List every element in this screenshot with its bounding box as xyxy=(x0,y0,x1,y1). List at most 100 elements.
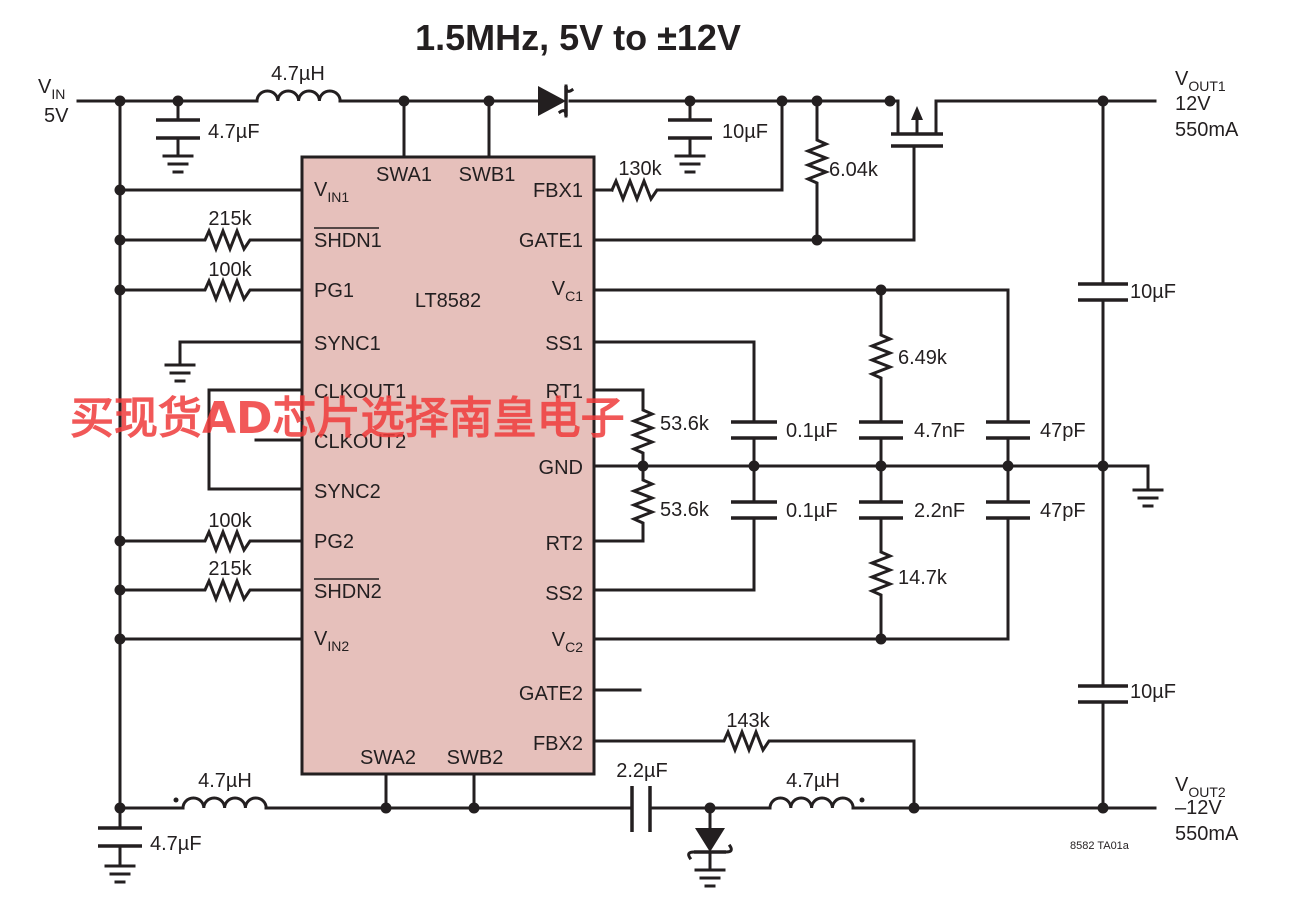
vout2-voltage: –12V xyxy=(1175,797,1222,819)
l3-value: 4.7µH xyxy=(786,770,840,792)
wire-gate1 xyxy=(592,144,916,242)
pin-ss2: SS2 xyxy=(545,583,583,605)
r-rt1-value: 53.6k xyxy=(660,413,710,435)
r-shdn1-value: 215k xyxy=(208,208,252,230)
resistor-r-shdn1 xyxy=(118,226,304,254)
resistor-r-gate1 xyxy=(803,99,831,242)
diode-d1 xyxy=(538,84,575,118)
pin-swb1: SWB1 xyxy=(459,164,516,186)
c-ss1-value: 0.1µF xyxy=(786,420,838,442)
pin-gnd: GND xyxy=(539,457,583,479)
junction-dots xyxy=(114,95,1109,814)
c-couple-value: 2.2µF xyxy=(616,760,668,782)
resistor-r-fbx2 xyxy=(592,727,916,810)
top-rail-wiring xyxy=(76,99,1157,810)
wire-clkout1-sync2 xyxy=(207,388,304,491)
pin-ss1: SS1 xyxy=(545,333,583,355)
resistor-r-fbx1 xyxy=(610,99,784,204)
resistor-r-shdn2 xyxy=(118,576,304,604)
r-vc2-value: 14.7k xyxy=(898,567,948,589)
cap-c-vc2 xyxy=(859,464,903,520)
c-vc2b-value: 47pF xyxy=(1040,500,1086,522)
r-pg1-value: 100k xyxy=(208,259,252,281)
cap-c-vc2b xyxy=(986,464,1030,520)
pin-rt2: RT2 xyxy=(546,533,583,555)
vout1-voltage: 12V xyxy=(1175,93,1211,115)
resistor-r-rt1 xyxy=(592,388,657,468)
cap-c-mid-bot xyxy=(1078,464,1128,810)
pin-fbx2: FBX2 xyxy=(533,733,583,755)
c-vc1-value: 4.7nF xyxy=(914,420,965,442)
pin-gate1: GATE1 xyxy=(519,230,583,252)
pin-shdn1: SHDN1 xyxy=(314,230,382,252)
watermark-text: 买现货AD芯片选择南皇电子 xyxy=(70,393,625,444)
resistor-r-pg2 xyxy=(118,527,304,555)
pin-sync1: SYNC1 xyxy=(314,333,381,355)
cap-cin1 xyxy=(156,99,200,174)
diode-d2 xyxy=(687,806,733,888)
r-gate1-value: 6.04k xyxy=(829,159,879,181)
cap-c-ss1 xyxy=(731,420,777,468)
pin-vin2: VIN2 xyxy=(314,628,349,654)
c-vc2-value: 2.2nF xyxy=(914,500,965,522)
vout1-current: 550mA xyxy=(1175,119,1239,141)
c-mid-top-value: 10µF xyxy=(1130,281,1176,303)
pin-vc2: VC2 xyxy=(552,629,583,655)
c-mid-bot-value: 10µF xyxy=(1130,681,1176,703)
pin-pg1: PG1 xyxy=(314,280,354,302)
pin-swa1: SWA1 xyxy=(376,164,432,186)
l1-value: 4.7µH xyxy=(271,63,325,85)
wire-vc1 xyxy=(592,288,1010,422)
inductor-l2-dot xyxy=(173,797,179,803)
vin-voltage: 5V xyxy=(44,105,69,127)
resistor-r-rt2 xyxy=(592,464,657,543)
r-fbx2-value: 143k xyxy=(726,710,770,732)
cin1-value: 4.7µF xyxy=(208,121,260,143)
vout1-label: VOUT1 xyxy=(1175,68,1226,94)
diagram-title: 1.5MHz, 5V to ±12V xyxy=(415,17,741,58)
pin-swb2: SWB2 xyxy=(447,747,504,769)
cout1-value: 10µF xyxy=(722,121,768,143)
pin-fbx1: FBX1 xyxy=(533,180,583,202)
resistor-r-vc2 xyxy=(867,516,895,641)
c-ss2-value: 0.1µF xyxy=(786,500,838,522)
ic-right-pins: FBX1 GATE1 VC1 SS1 RT1 GND RT2 SS2 VC2 G… xyxy=(519,180,583,755)
wire-vc2 xyxy=(592,516,1010,641)
cin2-value: 4.7µF xyxy=(150,833,202,855)
ic-name: LT8582 xyxy=(415,290,481,312)
pmos-q1 xyxy=(891,99,943,148)
vin-label: VIN xyxy=(38,76,65,102)
cap-c-vc1b xyxy=(986,420,1030,468)
pin-shdn2: SHDN2 xyxy=(314,581,382,603)
ic-body xyxy=(300,155,596,776)
pin-clkout1: CLKOUT1 xyxy=(314,381,406,403)
cap-cout1 xyxy=(668,99,712,174)
r-vc1-value: 6.49k xyxy=(898,347,948,369)
pin-pg2: PG2 xyxy=(314,531,354,553)
pin-rt1: RT1 xyxy=(546,381,583,403)
wire-ss1 xyxy=(592,340,756,422)
vout2-current: 550mA xyxy=(1175,823,1239,845)
inductor-l3 xyxy=(768,796,855,810)
cap-c-mid-top xyxy=(1078,99,1128,468)
inductor-l1 xyxy=(255,89,342,103)
r-rt2-value: 53.6k xyxy=(660,499,710,521)
resistor-r-pg1 xyxy=(118,276,304,304)
ic-left-pins: VIN1 SHDN1 PG1 SYNC1 CLKOUT1 CLKOUT2 SYN… xyxy=(314,179,406,654)
c-vc1b-value: 47pF xyxy=(1040,420,1086,442)
r-shdn2-value: 215k xyxy=(208,558,252,580)
l2-value: 4.7µH xyxy=(198,770,252,792)
pin-vc1: VC1 xyxy=(552,278,583,304)
inductor-l3-dot xyxy=(859,797,865,803)
figure-id: 8582 TA01a xyxy=(1070,840,1130,852)
r-pg2-value: 100k xyxy=(208,510,252,532)
cap-c-vc1 xyxy=(859,420,903,468)
pin-vin1: VIN1 xyxy=(314,179,349,205)
vout2-label: VOUT2 xyxy=(1175,774,1226,800)
cap-c-ss2 xyxy=(592,464,777,592)
cap-c-couple xyxy=(630,786,652,832)
gnd-symbol-right xyxy=(1132,488,1164,508)
cap-cin2 xyxy=(98,806,142,884)
